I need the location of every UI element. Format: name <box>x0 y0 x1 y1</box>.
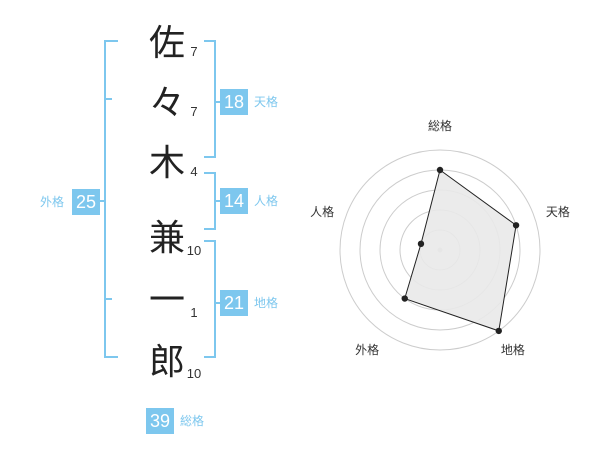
gaikaku-value: 25 <box>72 189 100 215</box>
jinkaku-bracket <box>204 172 216 230</box>
name-char-1: 佐 <box>148 23 185 64</box>
radar-point-2 <box>512 222 520 229</box>
jinkaku-value: 14 <box>220 188 248 214</box>
radar-axis-label-2: 天格 <box>545 204 570 219</box>
name-char-3: 木 <box>148 143 185 184</box>
radar-point-4 <box>401 295 408 302</box>
radar-axis-label-5: 人格 <box>310 204 335 219</box>
radar-axis-label-4: 外格 <box>355 343 380 358</box>
chikaku-bracket <box>204 240 216 358</box>
stroke-count-2: 7 <box>190 104 198 119</box>
name-char-6: 郎 <box>148 342 185 383</box>
name-char-4: 兼 <box>148 218 185 259</box>
radar-point-3 <box>495 327 502 335</box>
radar-axis-label-1: 総格 <box>428 119 453 133</box>
fortune-radar-chart <box>339 149 541 351</box>
chikaku-label: 地格 <box>254 296 279 310</box>
gaikaku-bracket <box>104 40 118 358</box>
gaikaku-bracket-tick-2 <box>104 298 112 300</box>
radar-axis-label-3: 地格 <box>500 343 525 358</box>
stroke-count-5: 1 <box>190 305 198 320</box>
name-char-5: 一 <box>148 280 185 321</box>
tenkaku-label: 天格 <box>254 95 279 109</box>
gaikaku-label: 外格 <box>40 195 65 209</box>
radar-point-1 <box>436 166 444 174</box>
radar-point-5 <box>417 240 425 248</box>
stroke-count-3: 4 <box>190 164 198 179</box>
gaikaku-bracket-tick-1 <box>104 98 112 100</box>
stroke-count-4: 10 <box>186 243 202 258</box>
tenkaku-value: 18 <box>220 89 248 115</box>
gaikaku-connector <box>96 200 104 202</box>
soukaku-label: 総格 <box>180 414 205 428</box>
radar-area <box>404 169 517 332</box>
soukaku-value: 39 <box>146 408 174 434</box>
stroke-count-1: 7 <box>190 44 198 59</box>
stroke-count-6: 10 <box>186 366 202 381</box>
jinkaku-label: 人格 <box>254 194 279 208</box>
chikaku-value: 21 <box>220 290 248 316</box>
tenkaku-bracket <box>204 40 216 158</box>
name-char-2: 々 <box>148 83 185 124</box>
radar-ring-5 <box>339 149 541 351</box>
